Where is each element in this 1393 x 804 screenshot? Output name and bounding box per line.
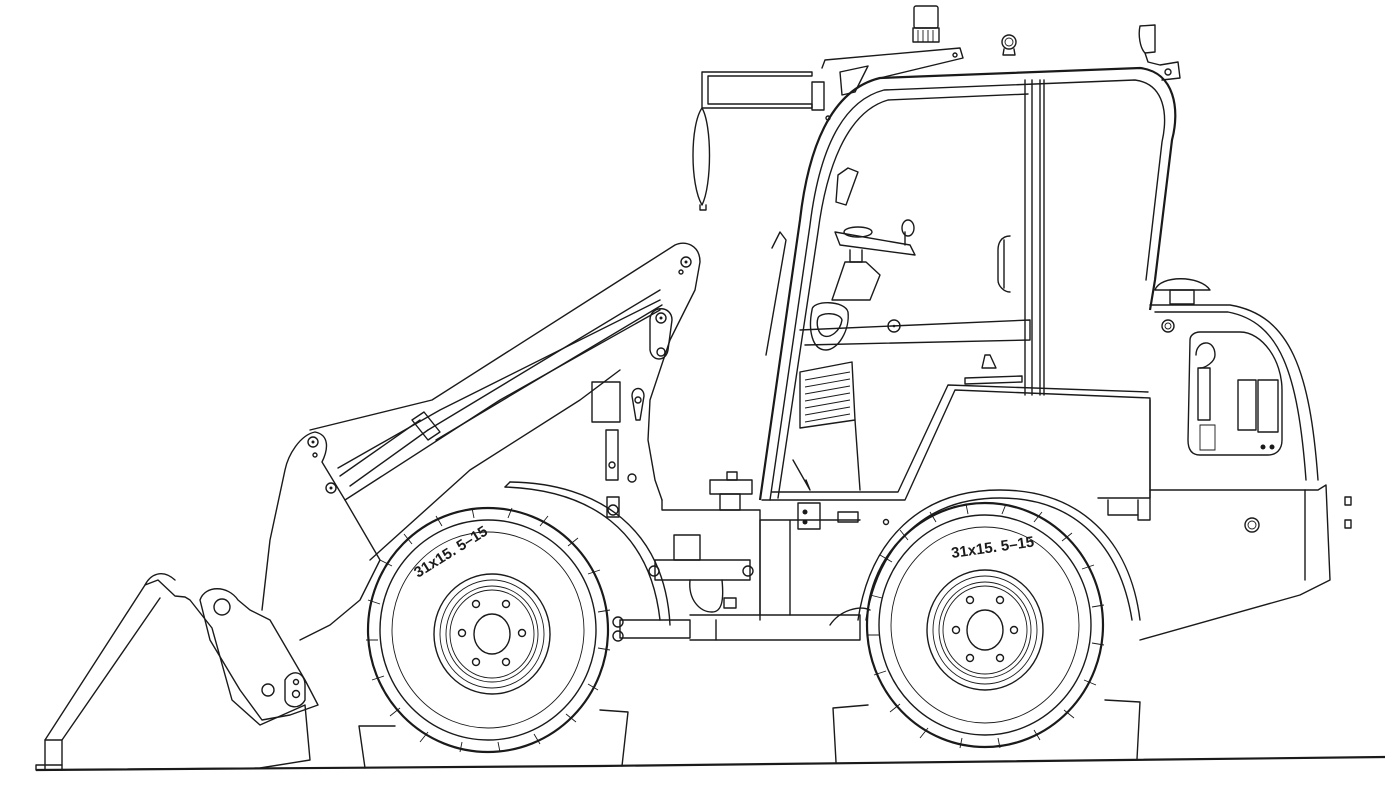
cab — [758, 66, 1177, 501]
bucket — [35, 572, 311, 771]
tilt-lever — [261, 431, 381, 641]
exhaust-cap — [1154, 278, 1211, 305]
roof-accessories — [692, 5, 1181, 211]
rear-frame — [1107, 399, 1151, 521]
boom-link — [649, 308, 673, 360]
front-fender — [504, 481, 671, 626]
engine-compartment — [1187, 331, 1283, 456]
side-mirror — [692, 71, 825, 211]
lower-chassis — [612, 519, 871, 642]
front-wheel: 31x15. 5–15 — [366, 506, 611, 754]
front-tire-tread — [366, 507, 611, 753]
quick-coupler — [199, 588, 319, 721]
steering-column — [799, 219, 1031, 351]
rear-tire-tread — [868, 503, 1105, 749]
tilt-cylinder — [339, 289, 663, 487]
rear-tire-size-label: 31x15. 5–15 — [950, 534, 1035, 562]
boom-work-light — [591, 381, 645, 483]
seat-radiator — [792, 354, 1023, 491]
engine-hood — [1139, 278, 1352, 641]
rear-wheel: 31x15. 5–15 — [865, 501, 1105, 749]
cab-lower-body — [761, 384, 1151, 530]
lift-arm — [309, 242, 701, 561]
beacon-light — [912, 5, 940, 43]
lifting-eye — [1001, 34, 1017, 56]
roof-bracket — [821, 47, 964, 121]
front-tire-size-label: 31x15. 5–15 — [411, 523, 491, 582]
rear-work-light — [1138, 24, 1181, 81]
wheel-chocks — [358, 699, 1141, 769]
front-frame — [606, 471, 761, 621]
